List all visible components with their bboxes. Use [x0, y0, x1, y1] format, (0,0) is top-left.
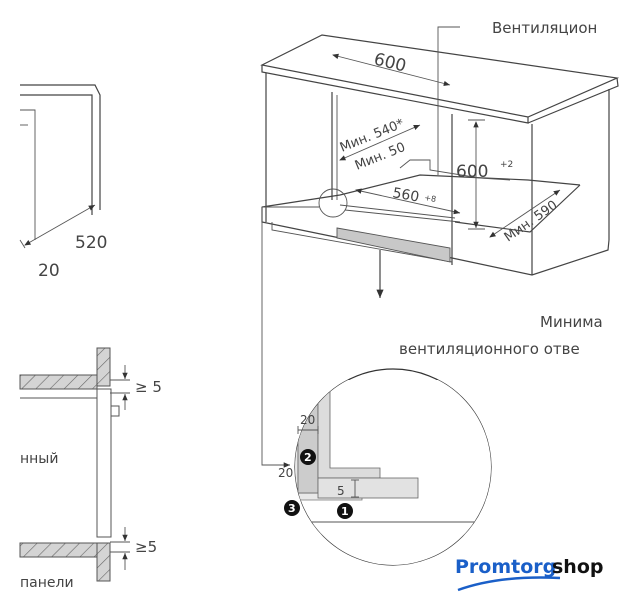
caption-line-1: Минима	[540, 313, 603, 331]
detail-dim-5: 5	[337, 484, 345, 498]
svg-text:2: 2	[304, 451, 312, 464]
caption-line-2: вентиляционного отве	[399, 340, 580, 358]
vent-label: Вентиляцион	[492, 19, 597, 37]
detail-circle: 20 20 5 2 3 1	[278, 368, 492, 566]
dim-560: 560	[391, 185, 420, 205]
gap-top: ≥ 5	[135, 378, 162, 396]
logo-part1: Promtorg	[455, 556, 556, 578]
badge-1: 1	[337, 503, 353, 519]
label-bottom: панели	[20, 575, 74, 591]
svg-text:1: 1	[341, 505, 349, 518]
left-cabinet-fragment: 520 20	[19, 84, 107, 281]
dim-560-tolerance: +8	[424, 193, 437, 204]
dim-600-tolerance: +2	[500, 160, 513, 170]
logo-swoosh	[457, 576, 561, 592]
dim-600-height: 600	[456, 162, 488, 182]
detail-dim-20-top: 20	[300, 413, 315, 427]
logo-part2: shop	[552, 556, 604, 578]
promtorgshop-logo: Promtorg shop	[455, 556, 604, 592]
svg-text:3: 3	[288, 502, 296, 515]
gap-bottom: ≥5	[135, 538, 157, 556]
badge-2: 2	[300, 449, 316, 465]
label-mid: нный	[20, 451, 58, 467]
detail-dim-20-left: 20	[278, 466, 293, 480]
dim-20: 20	[38, 261, 60, 281]
badge-3: 3	[284, 500, 300, 516]
dim-600-width: 600	[372, 49, 408, 76]
dim-min-590: Мин. 590	[502, 198, 561, 245]
dim-520: 520	[75, 233, 107, 253]
side-section: ≥ 5 ≥5 нный панели	[19, 347, 162, 591]
